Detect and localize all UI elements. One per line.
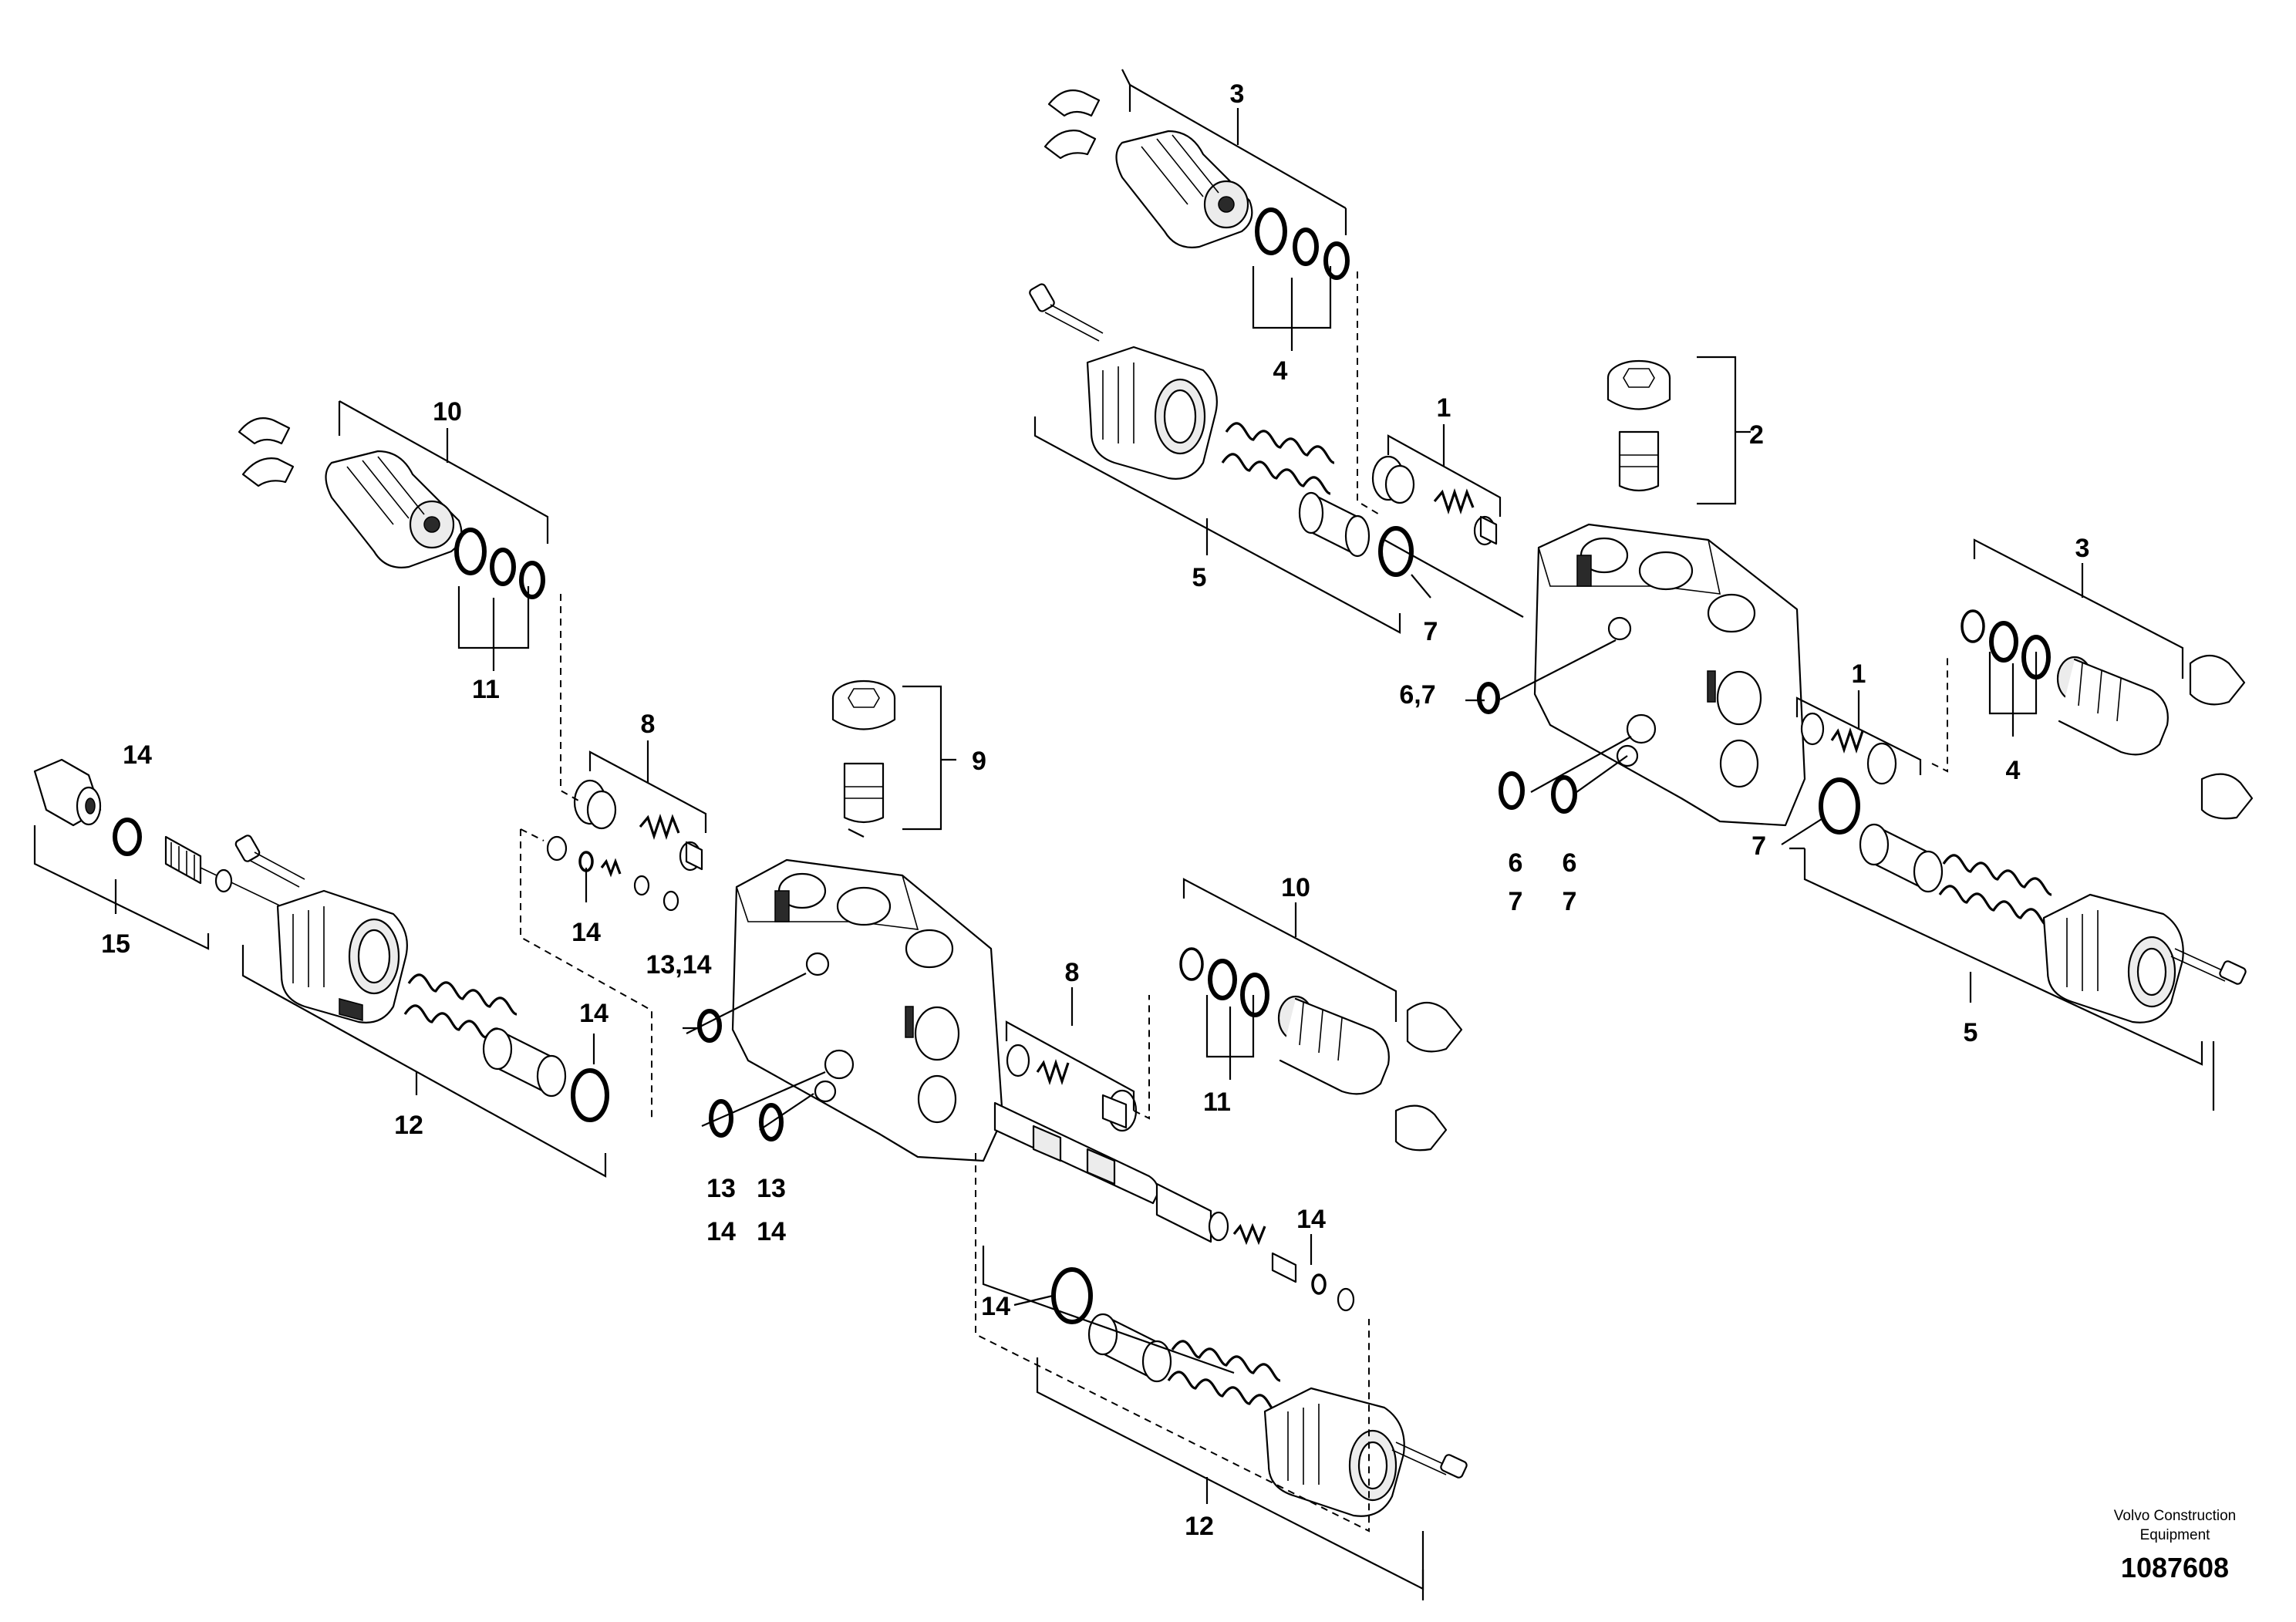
callout-14: 14 bbox=[1296, 1205, 1326, 1234]
check-valve-upper bbox=[1371, 455, 1498, 546]
brackets-upper bbox=[1033, 69, 2215, 1111]
valve-body-upper bbox=[1533, 523, 1806, 827]
callout-14: 14 bbox=[981, 1292, 1010, 1321]
spring-bottom bbox=[1167, 1340, 1281, 1413]
callout-5: 5 bbox=[1192, 563, 1207, 592]
callout-13: 13 bbox=[706, 1174, 736, 1203]
callout-7: 7 bbox=[1509, 887, 1523, 916]
callout-15: 15 bbox=[101, 929, 130, 959]
callout-labels: 3 4 1 2 5 7 6,7 6 7 6 7 7 1 3 4 5 10 11 … bbox=[101, 79, 2089, 1541]
o-ring bbox=[1477, 682, 1500, 714]
callout-2: 2 bbox=[1749, 420, 1764, 450]
o-ring bbox=[1208, 959, 1237, 1000]
callout-8: 8 bbox=[641, 710, 656, 739]
nut-left bbox=[33, 758, 102, 827]
o-ring bbox=[1819, 777, 1860, 835]
o-ring bbox=[1255, 207, 1287, 255]
callout-11: 11 bbox=[472, 675, 500, 704]
callout-11: 11 bbox=[1203, 1088, 1231, 1117]
callout-12: 12 bbox=[394, 1111, 423, 1140]
callout-10: 10 bbox=[433, 397, 462, 427]
o-ring bbox=[709, 1099, 733, 1138]
o-ring bbox=[571, 1068, 609, 1122]
spring-right bbox=[1938, 854, 2052, 927]
pilot-cap-upper bbox=[1043, 89, 1253, 248]
bolt-bottom bbox=[1391, 1442, 1468, 1479]
check-valve-lower-right bbox=[1006, 1044, 1138, 1132]
o-ring bbox=[1378, 526, 1414, 577]
callout-1: 1 bbox=[1437, 393, 1451, 423]
check-valve-right bbox=[1800, 712, 1897, 785]
bolt-right bbox=[2170, 948, 2247, 985]
valve-section-upper bbox=[1029, 89, 2254, 1023]
o-ring bbox=[1961, 609, 1985, 643]
callout-4: 4 bbox=[1273, 356, 1288, 386]
pilot-cap-left bbox=[238, 417, 463, 568]
callout-14: 14 bbox=[579, 999, 609, 1028]
brand-line-1: Volvo Construction bbox=[2114, 1508, 2236, 1524]
o-ring bbox=[1179, 947, 1204, 981]
spring-upper bbox=[1221, 422, 1335, 495]
callout-1: 1 bbox=[1852, 659, 1866, 689]
small-parts-left bbox=[546, 835, 679, 912]
callout-9: 9 bbox=[972, 747, 986, 776]
callout-7: 7 bbox=[1563, 887, 1577, 916]
callout-7: 7 bbox=[1752, 831, 1766, 861]
o-ring bbox=[490, 548, 516, 586]
callout-6: 6 bbox=[1563, 848, 1577, 878]
valve-section-lower bbox=[33, 417, 1468, 1517]
o-ring bbox=[519, 561, 545, 599]
spring-cover-lower-left bbox=[276, 889, 408, 1023]
plug-lower bbox=[831, 679, 896, 824]
o-ring bbox=[1551, 775, 1577, 814]
o-ring bbox=[1051, 1267, 1093, 1324]
callout-14: 14 bbox=[757, 1217, 786, 1246]
brackets-lower bbox=[33, 400, 1424, 1600]
o-ring bbox=[759, 1103, 784, 1141]
o-ring bbox=[1293, 228, 1319, 266]
footer-block: Volvo Construction Equipment 1087608 bbox=[2114, 1508, 2236, 1583]
spool-cap-upper bbox=[1298, 491, 1371, 558]
o-ring bbox=[1989, 621, 2018, 663]
spool-cap-bottom bbox=[1087, 1313, 1172, 1383]
o-ring bbox=[1499, 771, 1525, 810]
o-ring bbox=[1323, 241, 1350, 280]
callout-13: 13 bbox=[757, 1174, 786, 1203]
o-ring bbox=[697, 1009, 722, 1043]
callout-10: 10 bbox=[1281, 873, 1310, 902]
callout-5: 5 bbox=[1964, 1018, 1978, 1047]
o-ring bbox=[454, 528, 487, 575]
o-ring bbox=[113, 818, 142, 856]
callout-14: 14 bbox=[123, 740, 152, 770]
spring-cover-upper bbox=[1086, 346, 1218, 480]
callout-3: 3 bbox=[1230, 79, 1245, 109]
callout-14: 14 bbox=[571, 918, 601, 947]
pilot-cap-right bbox=[2056, 654, 2254, 820]
spring-cover-right bbox=[2042, 893, 2184, 1023]
o-ring bbox=[1240, 973, 1269, 1017]
spool-lower bbox=[993, 1101, 1355, 1312]
plug-upper bbox=[1607, 359, 1671, 492]
pilot-cap-mid bbox=[1277, 995, 1463, 1152]
callout-13-14: 13,14 bbox=[646, 950, 711, 980]
check-valve-lower-left bbox=[573, 779, 703, 872]
bolt-lower-left bbox=[234, 835, 305, 888]
spool-cap-right bbox=[1859, 823, 1944, 893]
document-number: 1087608 bbox=[2121, 1552, 2229, 1583]
callout-6-7: 6,7 bbox=[1399, 680, 1435, 710]
bolt-upper bbox=[1029, 283, 1104, 342]
adjuster-left bbox=[164, 835, 290, 911]
spool-cap-lower-left bbox=[482, 1027, 567, 1098]
callout-3: 3 bbox=[2075, 534, 2090, 563]
valve-body-lower bbox=[731, 858, 1004, 1162]
callout-8: 8 bbox=[1065, 958, 1080, 987]
callout-4: 4 bbox=[2006, 756, 2021, 785]
callout-12: 12 bbox=[1185, 1512, 1214, 1541]
callout-14: 14 bbox=[706, 1217, 736, 1246]
callout-7: 7 bbox=[1424, 617, 1438, 646]
spring-cover-bottom bbox=[1263, 1387, 1405, 1517]
brand-line-2: Equipment bbox=[2140, 1527, 2211, 1543]
callout-6: 6 bbox=[1509, 848, 1523, 878]
